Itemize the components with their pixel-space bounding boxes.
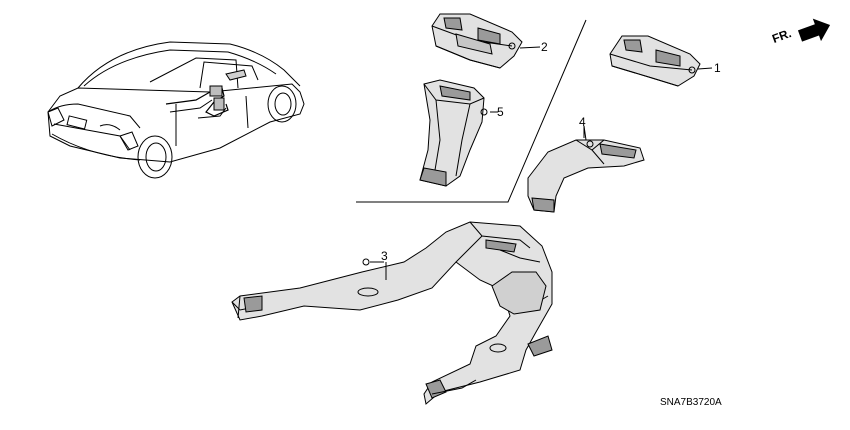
group-divider-line (356, 19, 587, 203)
part-1-vent (609, 35, 713, 87)
part-3-floor-duct (231, 221, 553, 405)
callout-4: 4 (579, 115, 586, 129)
front-direction-arrow-icon (797, 18, 831, 42)
part-4-duct (527, 125, 645, 213)
car-overview-illustration (47, 41, 305, 179)
part-2-vent (431, 13, 541, 69)
drawing-code: SNA7B3720A (660, 397, 722, 408)
callout-2: 2 (541, 40, 548, 54)
callout-1: 1 (714, 61, 721, 75)
part-5-duct (419, 79, 498, 187)
callout-3: 3 (381, 249, 388, 263)
callout-5: 5 (497, 105, 504, 119)
